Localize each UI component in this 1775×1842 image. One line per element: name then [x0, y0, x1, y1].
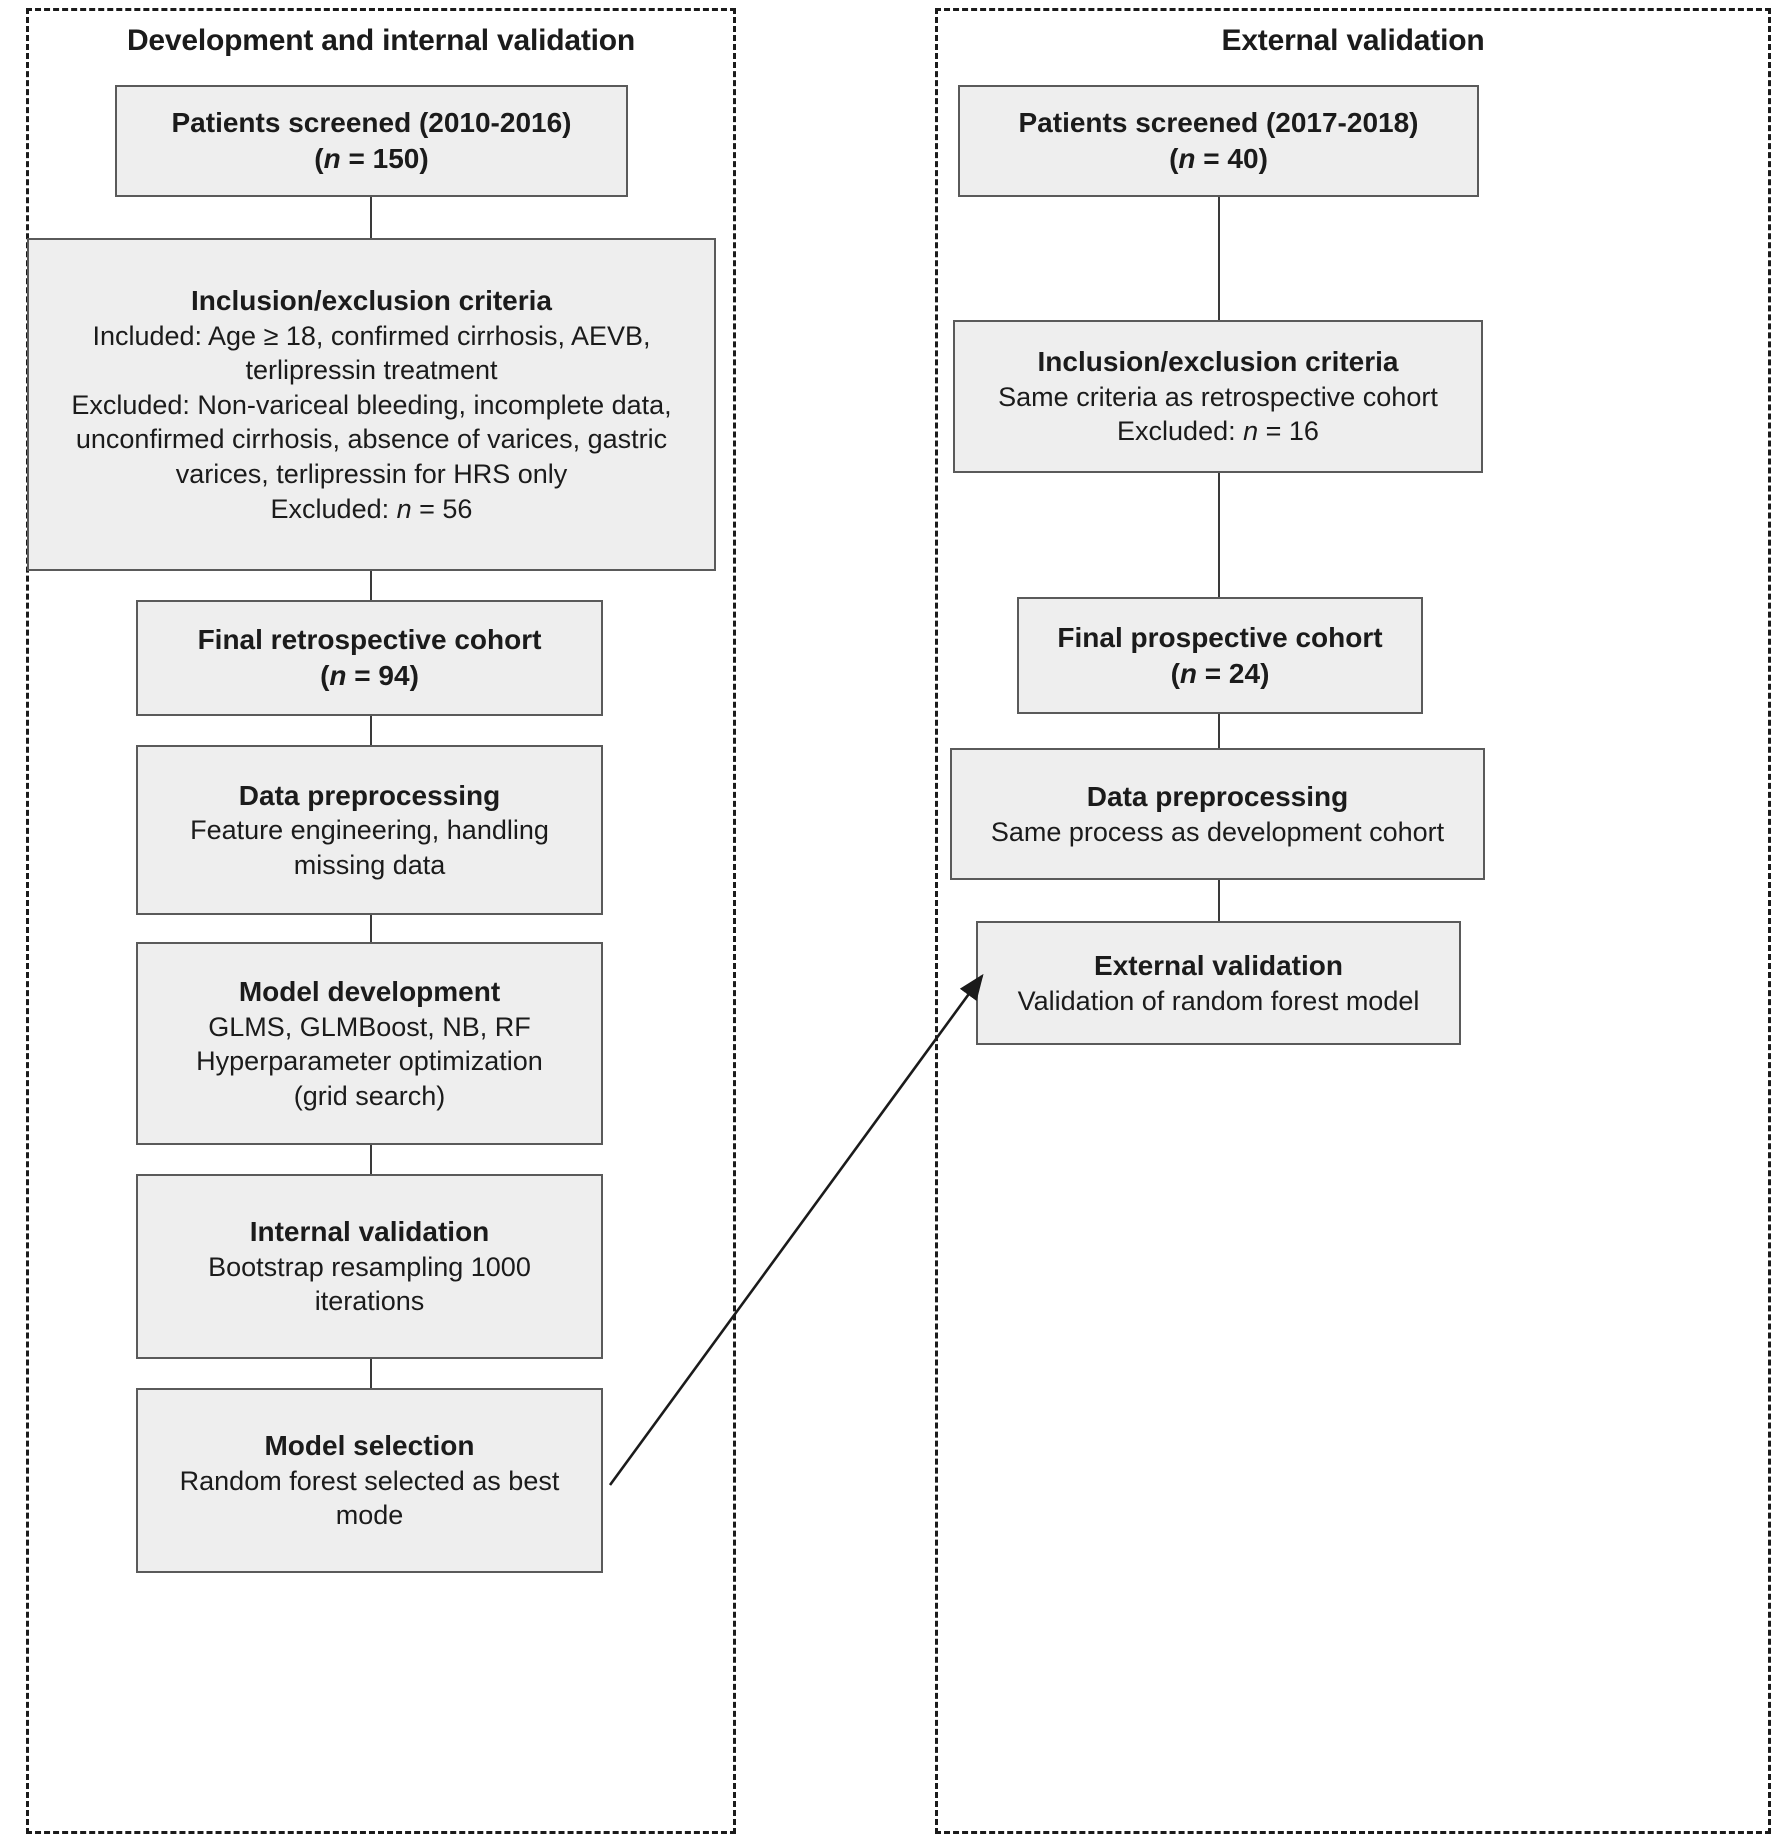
node-heading: Model selection — [264, 1430, 475, 1462]
connector-l5-l6 — [370, 1145, 372, 1175]
node-line-2: iterations — [314, 1286, 425, 1317]
node-heading: Data preprocessing — [238, 779, 501, 811]
node-line-1: Same criteria as retrospective cohort — [998, 381, 1438, 412]
node-heading: Final retrospective cohort — [197, 624, 542, 656]
connector-l4-l5 — [370, 915, 372, 943]
node-count: (n = 150) — [314, 143, 429, 174]
node-line-1: Feature engineering, handling — [190, 815, 549, 846]
node-line-excluded-2: unconfirmed cirrhosis, absence of varice… — [75, 424, 668, 455]
connector-r1-r2 — [1218, 197, 1220, 322]
connector-r4-r5 — [1218, 880, 1220, 922]
node-model-selection: Model selection Random forest selected a… — [136, 1388, 603, 1573]
connector-r3-r4 — [1218, 714, 1220, 749]
node-count: (n = 94) — [320, 660, 419, 691]
node-heading: Patients screened (2017-2018) — [1018, 107, 1419, 139]
node-external-validation: External validation Validation of random… — [976, 921, 1461, 1045]
connector-l6-l7 — [370, 1359, 372, 1389]
connector-l1-l2 — [370, 197, 372, 241]
node-line-included-1: Included: Age ≥ 18, confirmed cirrhosis,… — [92, 320, 651, 351]
node-line-1: GLMS, GLMBoost, NB, RF — [208, 1011, 531, 1042]
node-inclusion-exclusion-external: Inclusion/exclusion criteria Same criter… — [953, 320, 1483, 473]
panel-development-and-internal-validation — [26, 8, 736, 1834]
panel-external-validation — [935, 8, 1771, 1834]
node-data-preprocessing-external: Data preprocessing Same process as devel… — [950, 748, 1485, 880]
node-line-2: Hyperparameter optimization — [196, 1046, 543, 1077]
node-heading: External validation — [1094, 949, 1343, 981]
node-data-preprocessing-development: Data preprocessing Feature engineering, … — [136, 745, 603, 915]
node-internal-validation: Internal validation Bootstrap resampling… — [136, 1174, 603, 1359]
node-inclusion-exclusion-development: Inclusion/exclusion criteria Included: A… — [27, 238, 716, 571]
node-heading: Inclusion/exclusion criteria — [190, 284, 552, 316]
node-line-1: Bootstrap resampling 1000 — [208, 1251, 531, 1282]
node-line-2: missing data — [293, 849, 446, 880]
panel-title-external: External validation — [1221, 24, 1485, 57]
node-heading: Internal validation — [249, 1216, 490, 1248]
node-line-2: mode — [335, 1500, 404, 1531]
node-model-development: Model development GLMS, GLMBoost, NB, RF… — [136, 942, 603, 1145]
node-line-1: Validation of random forest model — [1017, 985, 1420, 1016]
node-line-1: Random forest selected as best — [179, 1465, 560, 1496]
connector-l2-l3 — [370, 571, 372, 601]
node-line-1: Same process as development cohort — [990, 816, 1445, 847]
node-line-excluded-count: Excluded: n = 56 — [270, 493, 473, 524]
node-line-included-2: terlipressin treatment — [245, 355, 498, 386]
node-line-excluded-1: Excluded: Non-variceal bleeding, incompl… — [71, 389, 672, 420]
panel-title-development: Development and internal validation — [126, 24, 636, 57]
node-patients-screened-development: Patients screened (2010-2016) (n = 150) — [115, 85, 628, 197]
node-line-excluded-count: Excluded: n = 16 — [1117, 416, 1319, 447]
node-count: (n = 24) — [1170, 657, 1270, 689]
node-final-prospective-cohort: Final prospective cohort (n = 24) — [1017, 597, 1423, 714]
node-count: (n = 40) — [1169, 143, 1268, 174]
connector-r2-r3 — [1218, 473, 1220, 597]
node-patients-screened-external: Patients screened (2017-2018) (n = 40) — [958, 85, 1479, 197]
node-line-excluded-3: varices, terlipressin for HRS only — [175, 458, 568, 489]
connector-l3-l4 — [370, 716, 372, 746]
node-heading: Model development — [238, 975, 501, 1007]
node-heading: Inclusion/exclusion criteria — [1037, 346, 1399, 378]
node-line-3: (grid search) — [293, 1080, 446, 1111]
node-heading: Patients screened (2010-2016) — [171, 107, 572, 139]
node-final-retrospective-cohort: Final retrospective cohort (n = 94) — [136, 600, 603, 716]
node-heading: Data preprocessing — [1086, 780, 1349, 812]
node-heading: Final prospective cohort — [1057, 621, 1383, 653]
